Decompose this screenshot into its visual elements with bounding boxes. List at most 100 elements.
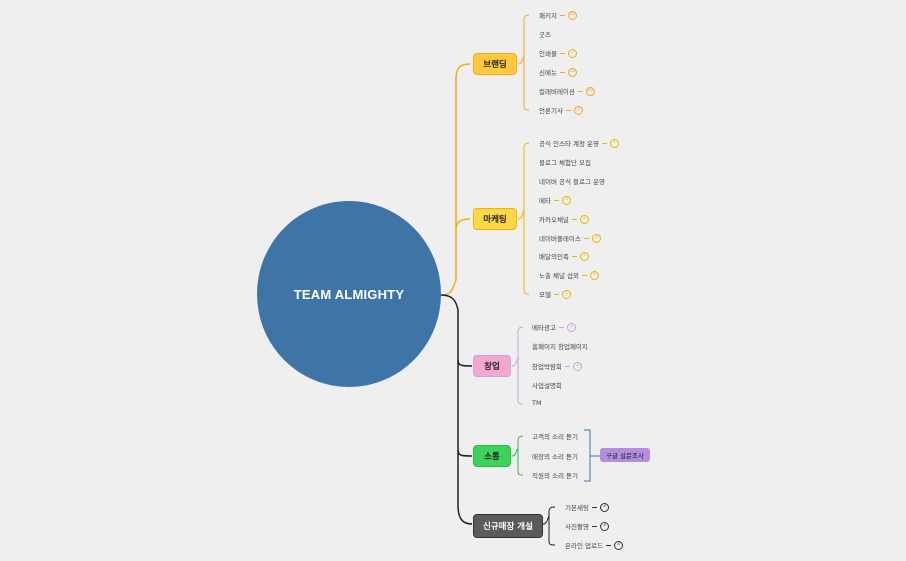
leaf-node[interactable]: 네이버 공식 블로그 운영: [539, 176, 605, 186]
count-badge[interactable]: 1: [610, 138, 620, 148]
leaf-label: 메타: [539, 197, 551, 205]
badge-connector: [583, 237, 589, 239]
leaf-node[interactable]: 홈페이지 창업페이지: [532, 341, 588, 351]
count-badge[interactable]: 2: [566, 322, 576, 332]
leaf-label: 네이버플레이스: [539, 235, 581, 243]
leaf-node[interactable]: 언론기사 2: [539, 105, 583, 115]
leaf-node[interactable]: 창업박람회 2: [532, 361, 582, 371]
leaf-label: 배달의민족: [539, 253, 569, 261]
badge-connector: [591, 525, 597, 527]
branch-label: 소통: [484, 452, 500, 462]
badge-connector: [558, 326, 564, 328]
branch-node[interactable]: 마케팅: [473, 208, 517, 230]
leaf-node[interactable]: 컬래버레이션 10: [539, 86, 595, 96]
branch-node[interactable]: 브랜딩: [473, 53, 517, 75]
leaf-label: 블로그 체험단 모집: [539, 159, 591, 167]
badge-connector: [602, 142, 608, 144]
leaf-label: 신메뉴: [539, 69, 557, 77]
badge-connector: [591, 506, 597, 508]
leaf-node[interactable]: 배달의민족 3: [539, 251, 589, 261]
branch-node[interactable]: 창업: [473, 355, 511, 377]
leaf-node[interactable]: 신메뉴 10: [539, 67, 577, 77]
leaf-node[interactable]: 카카오채널 2: [539, 214, 589, 224]
badge-connector: [553, 293, 559, 295]
badge-connector: [559, 71, 565, 73]
leaf-label: 기본세팅: [565, 504, 589, 512]
leaf-label: 굿즈: [539, 31, 551, 39]
leaf-node[interactable]: 메타 3: [539, 195, 571, 205]
count-badge[interactable]: 2: [573, 105, 583, 115]
branch-label: 신규매장 개설: [483, 522, 533, 532]
leaf-label: 노출 채널 섭외: [539, 272, 580, 280]
leaf-node[interactable]: 메타광고 2: [532, 322, 576, 332]
badge-connector: [582, 274, 588, 276]
count-badge[interactable]: 3: [599, 502, 609, 512]
badge-connector: [565, 109, 571, 111]
leaf-label: 사진촬영: [565, 523, 589, 531]
leaf-node[interactable]: 고객의 소리 듣기: [532, 431, 578, 441]
leaf-label: 카카오채널: [539, 216, 569, 224]
leaf-node[interactable]: 공식 인스타 계정 운영 1: [539, 138, 620, 148]
leaf-node[interactable]: 사업설명회: [532, 380, 562, 390]
leaf-label: 직원의 소리 듣기: [532, 472, 578, 480]
badge-connector: [564, 365, 570, 367]
count-badge[interactable]: 2: [579, 214, 589, 224]
count-badge[interactable]: 3: [613, 540, 623, 550]
badge-connector: [605, 544, 611, 546]
branch-node[interactable]: 소통: [473, 445, 511, 467]
count-badge[interactable]: 3: [579, 251, 589, 261]
leaf-node[interactable]: 매장의 소리 듣기: [532, 451, 578, 461]
branch-label: 창업: [484, 362, 500, 372]
leaf-label: 사업설명회: [532, 382, 562, 390]
branch-node[interactable]: 신규매장 개설: [473, 514, 543, 538]
summary-tag[interactable]: 구글 설문조사: [600, 448, 650, 462]
badge-connector: [559, 14, 565, 16]
leaf-node[interactable]: 블로그 체험단 모집: [539, 157, 591, 167]
count-badge[interactable]: 2: [572, 361, 582, 371]
count-badge[interactable]: 10: [567, 67, 577, 77]
leaf-node[interactable]: 기본세팅 3: [565, 502, 609, 512]
leaf-node[interactable]: TM: [532, 399, 542, 407]
count-badge[interactable]: 20: [567, 10, 577, 20]
root-label: TEAM ALMIGHTY: [293, 286, 405, 302]
badge-connector: [571, 218, 577, 220]
branch-label: 마케팅: [483, 215, 507, 225]
leaf-label: 매장의 소리 듣기: [532, 453, 578, 461]
count-badge[interactable]: 1: [561, 289, 571, 299]
root-node[interactable]: TEAM ALMIGHTY: [257, 201, 441, 387]
count-badge[interactable]: 3: [599, 521, 609, 531]
leaf-label: 언론기사: [539, 107, 563, 115]
badge-connector: [553, 199, 559, 201]
badge-connector: [577, 90, 583, 92]
badge-connector: [571, 255, 577, 257]
summary-tag-label: 구글 설문조사: [606, 452, 644, 460]
leaf-label: 공식 인스타 계정 운영: [539, 140, 600, 148]
leaf-node[interactable]: 굿즈: [539, 29, 551, 39]
badge-connector: [559, 52, 565, 54]
leaf-label: 창업박람회: [532, 363, 562, 371]
leaf-node[interactable]: 모델 1: [539, 289, 571, 299]
leaf-label: 온라인 업로드: [565, 542, 603, 550]
leaf-node[interactable]: 노출 채널 섭외 4: [539, 270, 600, 280]
count-badge[interactable]: 4: [590, 270, 600, 280]
leaf-label: 홈페이지 창업페이지: [532, 343, 588, 351]
count-badge[interactable]: 10: [585, 86, 595, 96]
leaf-label: 패키지: [539, 12, 557, 20]
leaf-node[interactable]: 사진촬영 3: [565, 521, 609, 531]
leaf-node[interactable]: 네이버플레이스 3: [539, 233, 601, 243]
leaf-label: 모델: [539, 291, 551, 299]
leaf-node[interactable]: 패키지 20: [539, 10, 577, 20]
leaf-label: 네이버 공식 블로그 운영: [539, 178, 605, 186]
leaf-label: TM: [532, 399, 542, 407]
leaf-node[interactable]: 직원의 소리 듣기: [532, 470, 578, 480]
branch-label: 브랜딩: [483, 60, 507, 70]
count-badge[interactable]: 3: [591, 233, 601, 243]
leaf-node[interactable]: 인쇄물 2: [539, 48, 577, 58]
count-badge[interactable]: 2: [567, 48, 577, 58]
leaf-node[interactable]: 온라인 업로드 3: [565, 540, 623, 550]
leaf-label: 메타광고: [532, 324, 556, 332]
leaf-label: 컬래버레이션: [539, 88, 575, 96]
leaf-label: 인쇄물: [539, 50, 557, 58]
count-badge[interactable]: 3: [561, 195, 571, 205]
